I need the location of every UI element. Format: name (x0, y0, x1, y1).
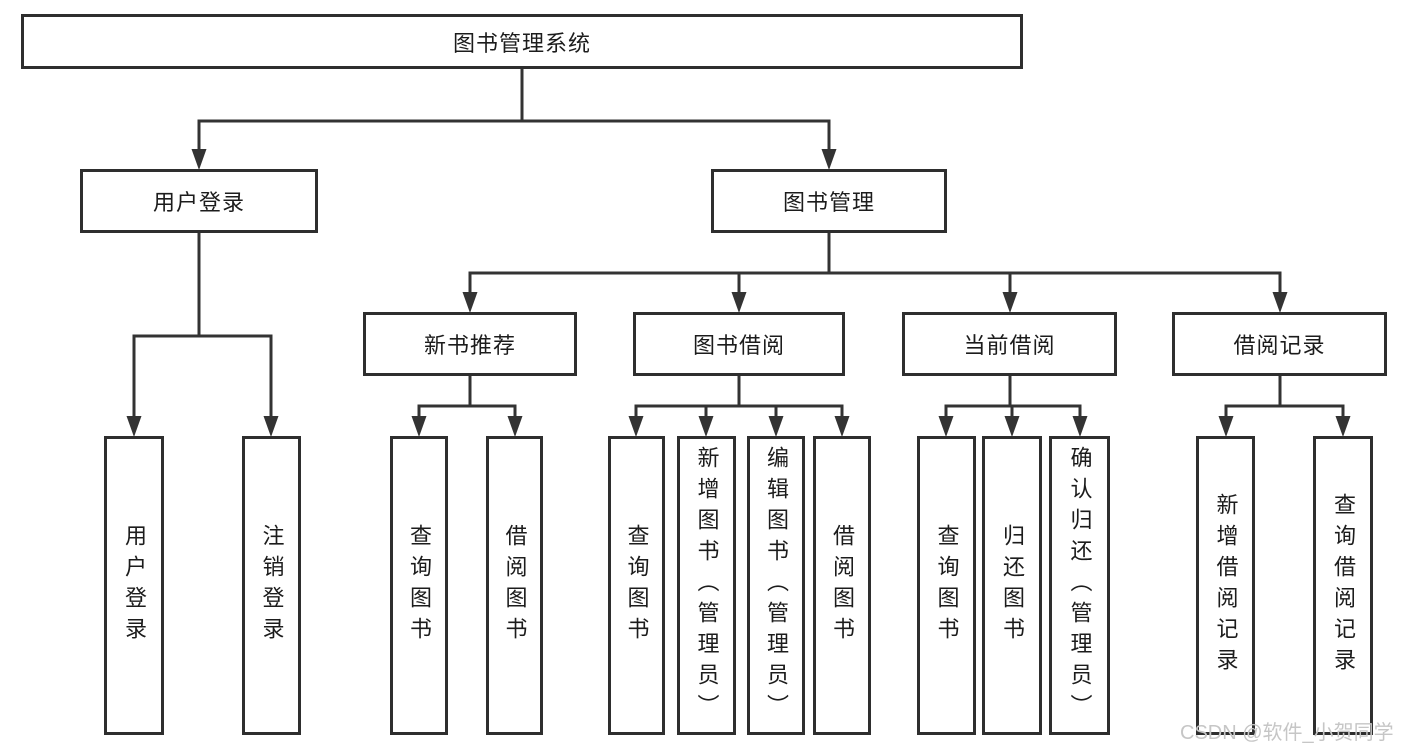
node-label: 借阅图书 (502, 523, 528, 648)
arrow-down-icon (698, 416, 714, 437)
node-library-management-system: 图书管理系统 (21, 14, 1023, 69)
leaf-confirm-return-admin: 确认归还（管理员） (1049, 436, 1110, 735)
arrow-down-icon (507, 416, 523, 437)
arrow-down-icon (263, 416, 279, 437)
arrow-down-icon (1002, 292, 1018, 313)
node-borrowing-records: 借阅记录 (1172, 312, 1387, 376)
node-book-borrowing: 图书借阅 (633, 312, 845, 376)
node-label: 归还图书 (1000, 523, 1025, 648)
leaf-borrow-books-recommend: 借阅图书 (486, 436, 543, 735)
leaf-logout: 注销登录 (242, 436, 301, 735)
arrow-down-icon (1072, 416, 1088, 437)
arrow-down-icon (191, 149, 207, 170)
leaf-add-books-admin: 新增图书（管理员） (677, 436, 736, 735)
leaf-add-borrow-record: 新增借阅记录 (1196, 436, 1255, 735)
arrow-down-icon (768, 416, 784, 437)
node-label: 编辑图书（管理员） (764, 446, 789, 725)
node-label: 查询图书 (934, 523, 960, 648)
node-label: 确认归还（管理员） (1067, 446, 1093, 725)
arrow-down-icon (821, 149, 837, 170)
node-label: 用户登录 (122, 523, 147, 648)
node-label: 查询图书 (407, 523, 432, 648)
node-label: 新增借阅记录 (1213, 492, 1239, 679)
node-label: 借阅记录 (1233, 333, 1326, 358)
arrow-down-icon (731, 292, 747, 313)
node-label: 当前借阅 (963, 333, 1056, 358)
leaf-return-books: 归还图书 (982, 436, 1042, 735)
node-new-book-recommendation: 新书推荐 (363, 312, 577, 376)
node-label: 注销登录 (259, 523, 285, 648)
node-label: 新增图书（管理员） (694, 446, 720, 725)
arrow-down-icon (628, 416, 644, 437)
leaf-edit-books-admin: 编辑图书（管理员） (747, 436, 805, 735)
arrow-down-icon (938, 416, 954, 437)
node-label: 查询借阅记录 (1331, 492, 1356, 679)
arrow-down-icon (1335, 416, 1351, 437)
arrow-down-icon (1004, 416, 1020, 437)
node-book-management: 图书管理 (711, 169, 947, 233)
leaf-user-login: 用户登录 (104, 436, 164, 735)
node-label: 图书管理 (782, 190, 875, 215)
leaf-borrow-books: 借阅图书 (813, 436, 871, 735)
arrow-down-icon (1218, 416, 1234, 437)
node-label: 图书管理系统 (452, 30, 591, 56)
watermark: CSDN @软件_小贺同学 (1180, 722, 1394, 744)
leaf-query-books-recommend: 查询图书 (390, 436, 448, 735)
arrow-down-icon (834, 416, 850, 437)
leaf-query-borrow-record: 查询借阅记录 (1313, 436, 1373, 735)
arrow-down-icon (1272, 292, 1288, 313)
node-label: 借阅图书 (830, 523, 855, 648)
arrow-down-icon (411, 416, 427, 437)
arrowheads (126, 149, 1351, 437)
leaf-query-books-borrow: 查询图书 (608, 436, 665, 735)
node-label: 用户登录 (152, 190, 245, 215)
arrow-down-icon (462, 292, 478, 313)
arrow-down-icon (126, 416, 142, 437)
node-current-borrowing: 当前借阅 (902, 312, 1117, 376)
node-label: 图书借阅 (692, 333, 785, 358)
node-label: 查询图书 (624, 523, 650, 648)
node-user-login: 用户登录 (80, 169, 318, 233)
node-label: 新书推荐 (423, 333, 516, 358)
leaf-query-books-current: 查询图书 (917, 436, 976, 735)
